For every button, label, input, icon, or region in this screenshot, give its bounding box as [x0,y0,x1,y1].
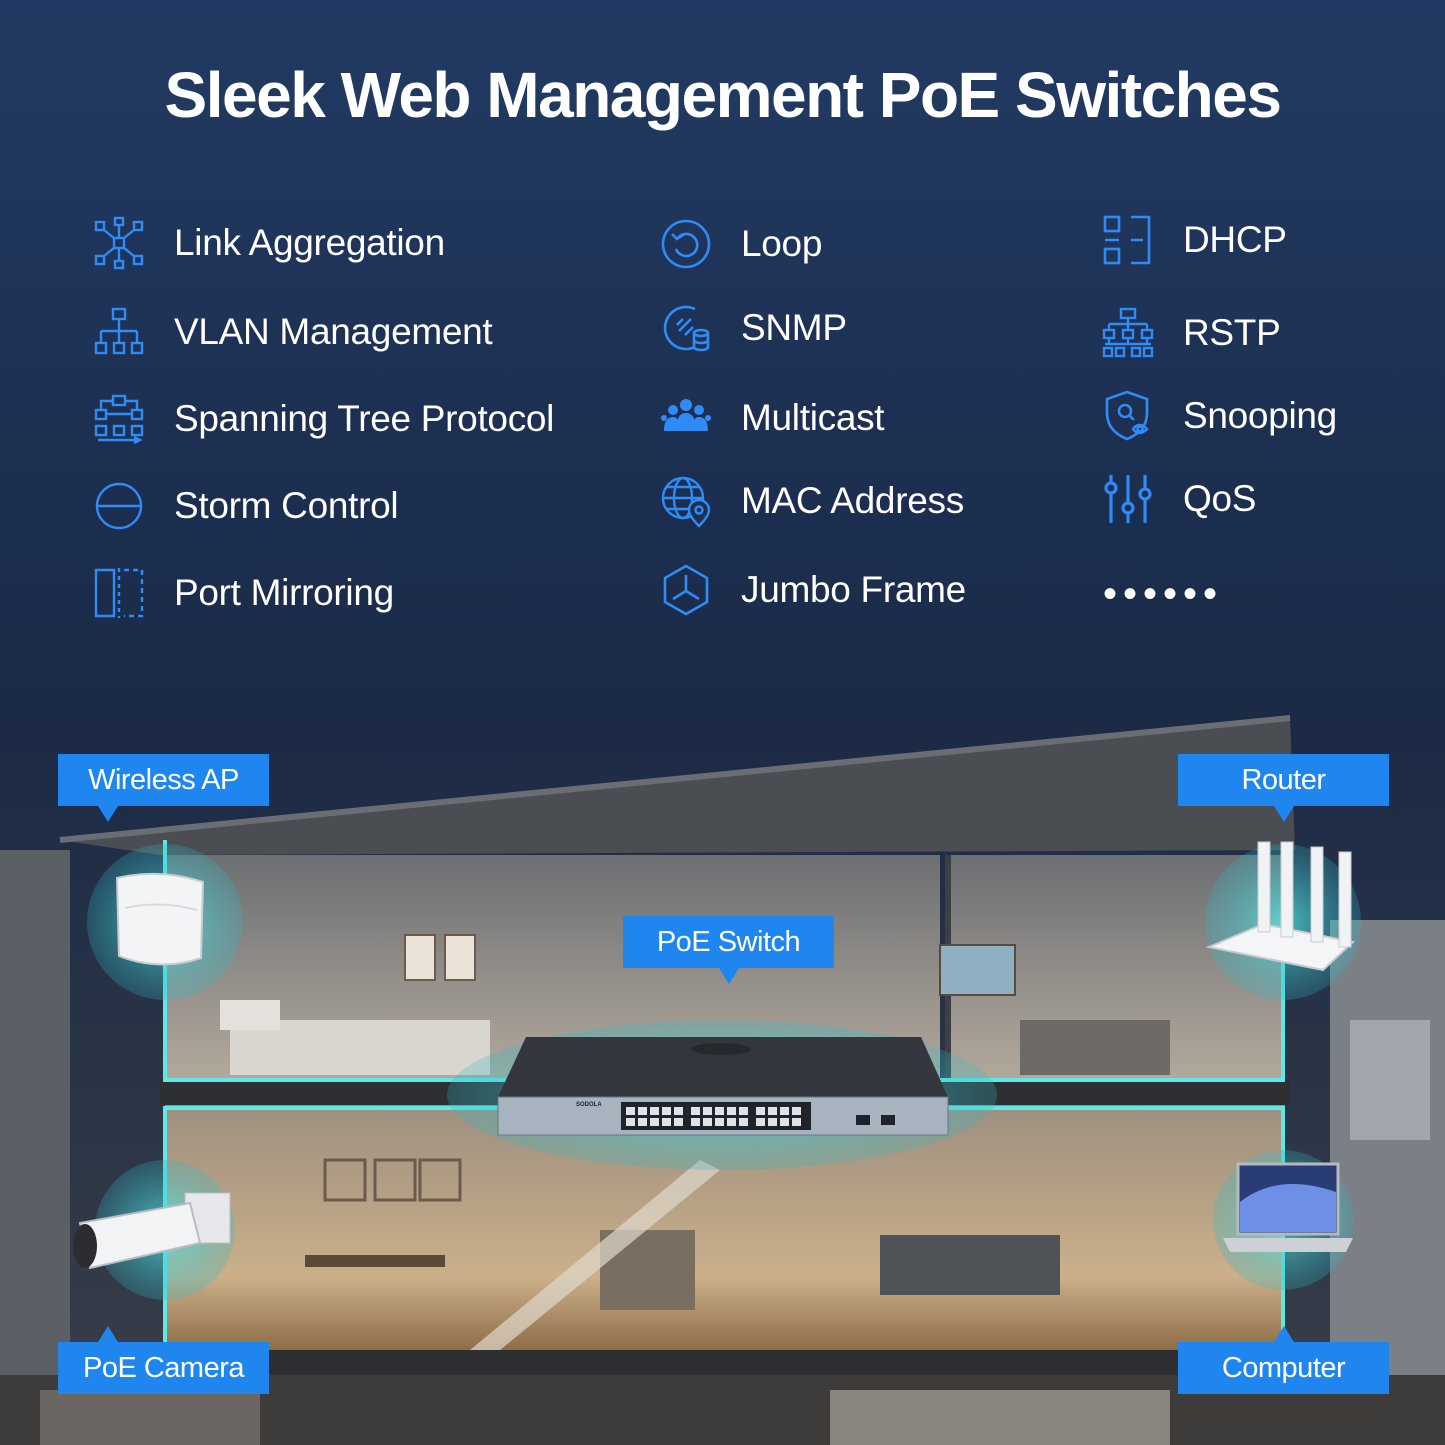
feature-label: Link Aggregation [174,222,445,263]
feature-dhcp: DHCP [1101,213,1287,267]
feature-spanning-tree: Spanning Tree Protocol [92,392,554,446]
tag-pointer [1273,806,1294,822]
feature-mac-address: MAC Address [659,474,964,528]
tag-label: PoE Switch [656,926,801,958]
vlan-network-icon [92,305,146,359]
feature-label: DHCP [1183,219,1287,260]
port-mirroring-icon [92,566,146,620]
jumbo-frame-icon [659,563,713,617]
more-features-ellipsis: •••••• [1103,572,1224,616]
feature-label: RSTP [1183,312,1281,353]
feature-label: SNMP [741,307,847,348]
feature-label: QoS [1183,478,1257,519]
feature-label: Port Mirroring [174,572,394,613]
tag-pointer [718,968,739,984]
tag-pointer [1273,1326,1294,1342]
feature-label: MAC Address [741,480,964,521]
snmp-icon [659,301,713,355]
tag-label: Wireless AP [88,764,239,796]
feature-label: Storm Control [174,485,399,526]
feature-link-aggregation: Link Aggregation [92,216,445,270]
feature-jumbo-frame: Jumbo Frame [659,563,966,617]
feature-loop: Loop [659,217,822,271]
feature-multicast: Multicast [659,391,885,445]
feature-label: VLAN Management [174,311,493,352]
feature-vlan-management: VLAN Management [92,305,493,359]
page-title: Sleek Web Management PoE Switches [164,59,1282,131]
multicast-icon [659,391,713,445]
spanning-tree-icon [92,392,146,446]
snooping-shield-icon [1101,389,1155,443]
tag-computer: Computer [1178,1326,1389,1394]
router-icon [1205,841,1356,972]
tag-poe-camera: PoE Camera [58,1326,269,1394]
switch-brand-label: SODOLA [576,1102,602,1108]
tag-label: PoE Camera [82,1352,245,1384]
tag-label: Computer [1221,1352,1346,1384]
feature-label: Multicast [741,397,885,438]
feature-storm-control: Storm Control [92,479,399,533]
feature-label: Jumbo Frame [741,569,966,610]
qos-sliders-icon [1101,472,1155,526]
tag-router: Router [1178,754,1389,822]
poe-camera-icon [73,1192,231,1270]
tag-label: Router [1241,764,1326,796]
loop-icon [659,217,713,271]
link-aggregation-icon [92,216,146,270]
wireless-ap-icon [115,872,205,966]
feature-snooping: Snooping [1101,389,1337,443]
dhcp-icon [1101,213,1155,267]
poe-switch-icon: SODOLA [497,1037,949,1136]
feature-label: Loop [741,223,823,264]
feature-rstp: RSTP [1101,306,1281,360]
tag-poe-switch: PoE Switch [623,916,834,984]
storm-control-icon [92,479,146,533]
globe-location-icon [659,474,713,528]
feature-label: Spanning Tree Protocol [174,398,555,439]
feature-port-mirroring: Port Mirroring [92,566,394,620]
feature-label: Snooping [1183,395,1337,436]
rstp-icon [1101,306,1155,360]
laptop-computer-icon [1223,1162,1353,1252]
tag-pointer [98,806,118,822]
tag-wireless-ap: Wireless AP [58,754,269,822]
feature-qos: QoS [1101,472,1256,526]
tag-pointer [98,1326,118,1342]
feature-snmp: SNMP [659,301,847,355]
